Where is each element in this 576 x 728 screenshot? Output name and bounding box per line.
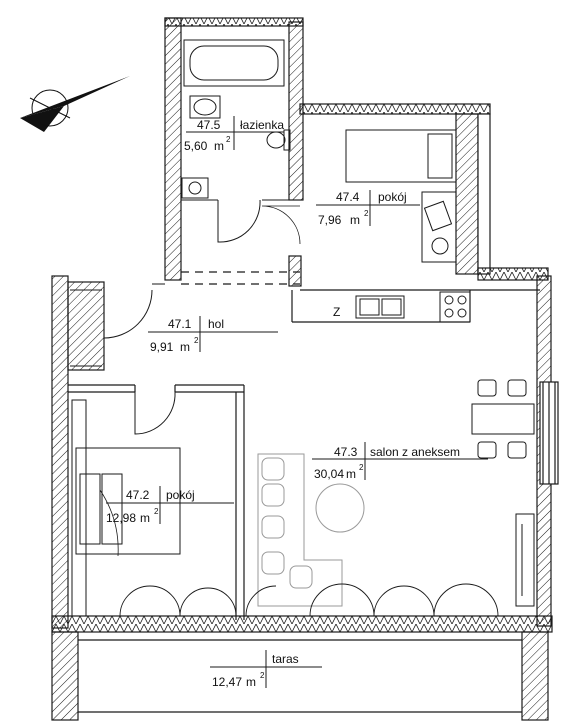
- svg-text:m: m: [246, 675, 256, 689]
- svg-text:12,98: 12,98: [106, 511, 136, 525]
- svg-text:2: 2: [364, 209, 369, 218]
- svg-text:m: m: [350, 213, 360, 227]
- hall-entrance-door: [103, 283, 165, 339]
- room-label-47-3: 47.3 salon z aneksem 30,04 m 2: [312, 442, 488, 481]
- bed: [345, 129, 457, 183]
- bathroom-door: [181, 199, 300, 243]
- svg-text:m: m: [180, 340, 190, 354]
- kitchen-sink: [355, 295, 405, 319]
- svg-text:2: 2: [226, 135, 231, 144]
- wardrobe: [71, 399, 87, 617]
- dining-table: [471, 379, 535, 459]
- coffee-table: [315, 483, 365, 533]
- svg-text:47.3: 47.3: [334, 445, 358, 459]
- tv-cabinet: [515, 513, 535, 607]
- sofa: [257, 453, 343, 607]
- svg-text:47.5: 47.5: [197, 118, 221, 132]
- svg-text:5,60: 5,60: [184, 139, 208, 153]
- room-door: [134, 391, 176, 435]
- cooktop: [439, 291, 471, 323]
- compass-north-arrow: [20, 76, 130, 132]
- room-label-47-1: 47.1 hol 9,91 m 2: [148, 316, 278, 354]
- room-label-taras: taras 12,47 m 2: [210, 650, 322, 689]
- closet: [70, 289, 102, 367]
- svg-text:30,04: 30,04: [314, 467, 344, 481]
- kitchen-marker: Z: [333, 305, 340, 319]
- svg-text:9,91: 9,91: [150, 340, 174, 354]
- svg-text:12,47: 12,47: [212, 675, 242, 689]
- washing-machine: [181, 177, 209, 199]
- svg-text:hol: hol: [208, 317, 224, 331]
- svg-text:salon z aneksem: salon z aneksem: [370, 445, 460, 459]
- svg-text:2: 2: [194, 336, 199, 345]
- svg-text:łazienka: łazienka: [240, 118, 284, 132]
- room-label-47-5: 47.5 łazienka 5,60 m 2: [184, 116, 284, 153]
- svg-text:m: m: [346, 467, 356, 481]
- svg-text:pokój: pokój: [166, 488, 195, 502]
- svg-text:47.2: 47.2: [126, 488, 150, 502]
- svg-text:m: m: [214, 139, 224, 153]
- walls: [51, 17, 559, 721]
- svg-text:taras: taras: [272, 652, 299, 666]
- svg-text:7,96: 7,96: [318, 213, 342, 227]
- svg-text:47.1: 47.1: [168, 317, 192, 331]
- desk-chair: [421, 191, 457, 263]
- balcony-doors: [119, 583, 499, 617]
- bedroom-door: [261, 205, 301, 245]
- bed-large: [75, 447, 181, 557]
- svg-text:2: 2: [260, 671, 265, 680]
- svg-text:2: 2: [154, 507, 159, 516]
- toilet: [266, 129, 291, 151]
- room-label-47-4: 47.4 pokój 7,96 m 2: [316, 190, 420, 227]
- svg-text:pokój: pokój: [378, 190, 407, 204]
- room-label-47-2: 47.2 pokój 12,98 m 2: [106, 486, 234, 525]
- bathtub: [183, 39, 285, 87]
- svg-text:47.4: 47.4: [336, 190, 360, 204]
- svg-text:m: m: [140, 511, 150, 525]
- svg-text:2: 2: [359, 463, 364, 472]
- washbasin: [189, 95, 221, 119]
